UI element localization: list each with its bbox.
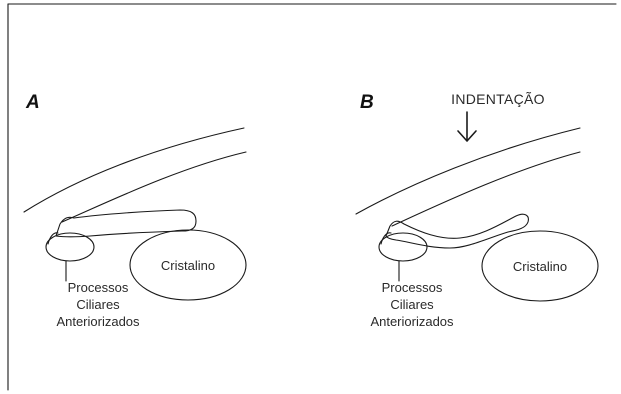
panel-a-ciliary-label-line-2: Ciliares: [76, 297, 120, 312]
panel-a-lens-label: Cristalino: [161, 258, 215, 273]
panel-b-inner-cornea: [392, 152, 580, 226]
panel-a-ciliary-label-line-3: Anteriorizados: [56, 314, 140, 329]
panel-a-letter: A: [25, 92, 40, 113]
panel-b-ciliary-label-line-2: Ciliares: [390, 297, 434, 312]
indentation-label: INDENTAÇÃO: [451, 91, 545, 107]
panel-a-ciliary-label-line-1: Processos: [68, 280, 129, 295]
panel-b-ciliary-label-line-1: Processos: [382, 280, 443, 295]
figure-frame: [8, 4, 616, 390]
panel-a-iris: [56, 210, 196, 237]
panel-b-lens-label: Cristalino: [513, 259, 567, 274]
panel-a-outer-cornea: [24, 128, 244, 212]
panel-a: A Cristalino Processos Ciliares Anterior…: [24, 92, 246, 329]
indentation-arrow-icon: [458, 112, 476, 141]
panel-b-letter: B: [360, 92, 374, 113]
panel-b-ciliary-label-line-3: Anteriorizados: [370, 314, 454, 329]
panel-b: B INDENTAÇÃO Cristalino Processos Ciliar…: [356, 91, 598, 329]
panel-b-ciliary-process: [379, 233, 427, 261]
